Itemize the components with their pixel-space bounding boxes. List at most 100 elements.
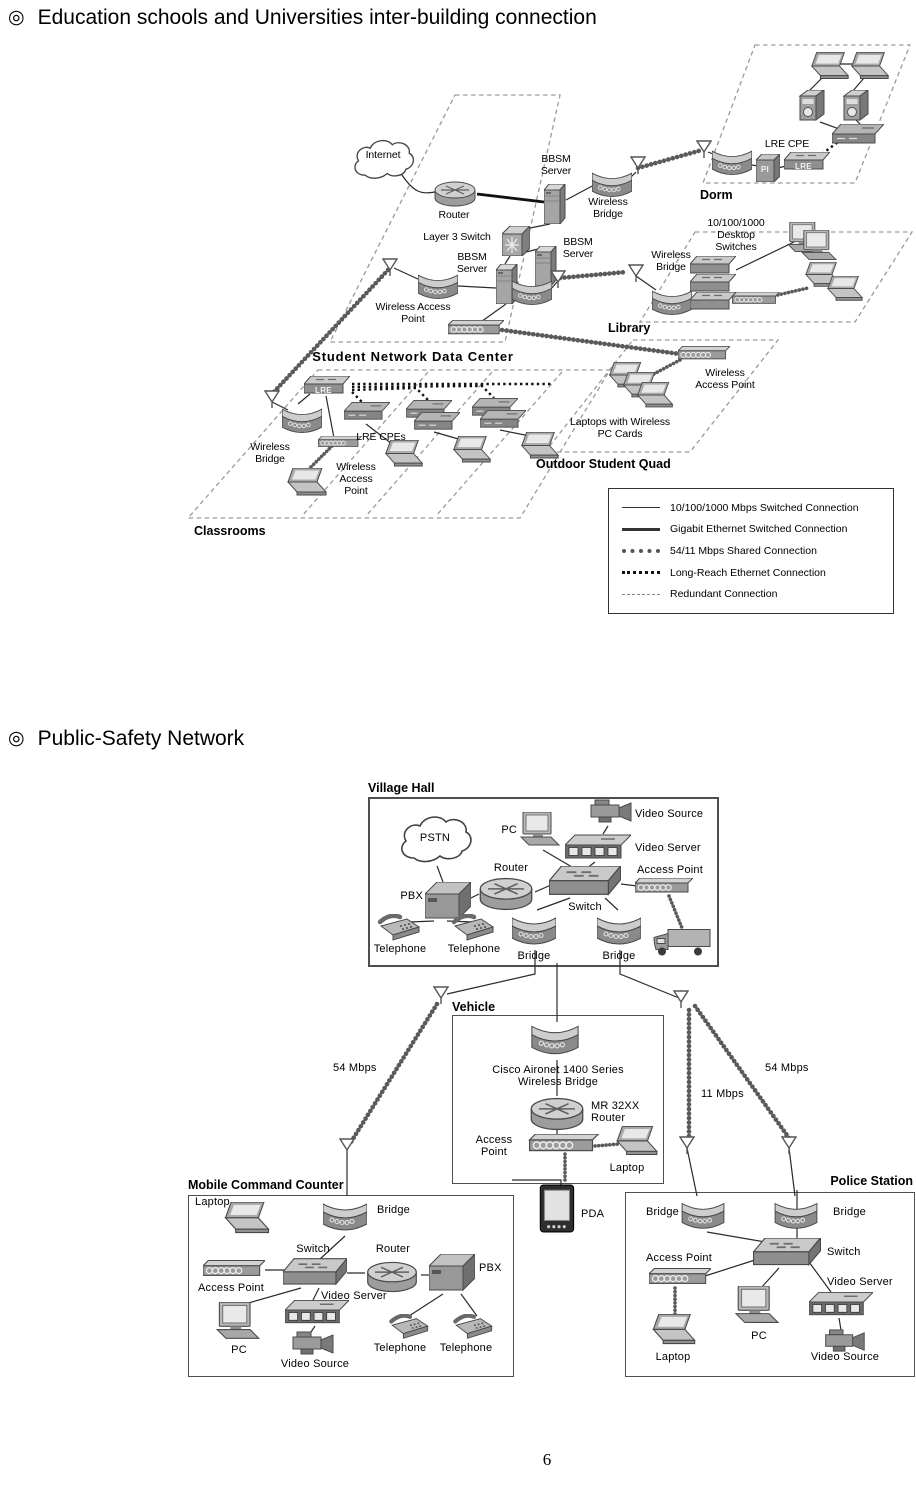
- label-wireless-access-point: Wireless Access Point: [375, 301, 451, 325]
- label-bridge: Bridge: [517, 950, 551, 962]
- label-11-mbps: 11 Mbps: [701, 1088, 744, 1100]
- ip-phone-icon: [843, 90, 869, 121]
- zone-outlines: [186, 44, 914, 519]
- label-router: Router: [493, 862, 529, 874]
- telephone-icon: [391, 1316, 427, 1339]
- zone-label-mobile-command: Mobile Command Counter: [188, 1178, 344, 1192]
- label-pc: PC: [751, 1330, 767, 1342]
- label-mr32xx-router: MR 32XX Router: [591, 1100, 640, 1125]
- label-access-point: Access Point: [475, 1134, 513, 1159]
- label-telephone: Telephone: [447, 943, 501, 955]
- label-pc: PC: [231, 1344, 247, 1356]
- label-access-point: Access Point: [646, 1252, 712, 1264]
- label-video-server: Video Server: [635, 842, 701, 854]
- antenna-icon: [339, 1138, 355, 1156]
- label-54-mbps: 54 Mbps: [765, 1062, 809, 1074]
- zone-label-dorm: Dorm: [700, 188, 733, 202]
- bridge-icon: [512, 917, 556, 945]
- antenna-icon: [673, 990, 689, 1008]
- access-point-icon: [678, 346, 730, 360]
- ip-phone-icon: [799, 90, 825, 121]
- bridge-icon: [323, 1203, 367, 1231]
- lre-cpe-icon: [414, 412, 460, 430]
- bridge-icon: [681, 1203, 725, 1229]
- lre-cpe-icon: [344, 402, 390, 420]
- label-layer3-switch: Layer 3 Switch: [423, 231, 491, 243]
- video-source-icon: [825, 1329, 865, 1352]
- lre-cpe-icon: [832, 124, 884, 144]
- label-switch: Switch: [827, 1246, 861, 1258]
- access-point-icon: [203, 1260, 265, 1277]
- video-source-icon: [292, 1331, 334, 1355]
- wireless-bridge-icon: [712, 150, 752, 176]
- legend-row: Gigabit Ethernet Switched Connection: [609, 523, 893, 535]
- label-telephone: Telephone: [439, 1342, 493, 1354]
- laptop-icon: [453, 436, 491, 463]
- label-pc: PC: [501, 824, 517, 836]
- label-pstn: PSTN: [419, 832, 451, 844]
- label-bbsm-server: BBSM Server: [562, 236, 594, 260]
- label-wireless-bridge: Wireless Bridge: [588, 196, 628, 220]
- label-lre-cpes: LRE CPEs: [356, 431, 406, 443]
- legend-text: 54/11 Mbps Shared Connection: [670, 544, 817, 557]
- thick-line-sample: [622, 527, 660, 531]
- coil-line-sample: [622, 548, 660, 553]
- label-lre-cpe: LRE CPE: [764, 138, 810, 150]
- zone-library-outline: [638, 231, 914, 323]
- antenna-icon: [679, 1136, 695, 1154]
- video-server-icon: [809, 1292, 873, 1316]
- desktop-pc-icon: [801, 230, 837, 260]
- pbx-icon: [425, 882, 471, 919]
- access-point-icon: [448, 320, 504, 335]
- pbx-icon: [429, 1254, 475, 1291]
- antenna-icon: [781, 1136, 797, 1154]
- label-video-source: Video Source: [635, 808, 704, 820]
- truck-icon: [653, 928, 711, 957]
- laptop-icon: [652, 1314, 696, 1345]
- connection-legend: 10/100/1000 Mbps Switched Connection Gig…: [608, 488, 894, 614]
- label-video-source: Video Source: [280, 1358, 350, 1370]
- vehicle-box: [452, 1015, 664, 1184]
- dotted-line-sample: [622, 571, 660, 575]
- router-icon: [434, 181, 476, 207]
- label-router: Router: [438, 209, 470, 221]
- laptop-icon: [616, 1126, 658, 1156]
- legend-text: Long-Reach Ethernet Connection: [670, 566, 826, 579]
- access-point-icon: [528, 1134, 600, 1152]
- label-laptop: Laptop: [609, 1162, 645, 1174]
- label-wireless-bridge: Wireless Bridge: [250, 441, 290, 465]
- zone-label-classrooms: Classrooms: [194, 524, 266, 538]
- wireless-bridge-icon: [512, 280, 552, 306]
- access-point-icon: [649, 1268, 711, 1285]
- laptop-icon: [851, 52, 889, 79]
- label-wireless-access-point: Wireless Access Point: [336, 461, 376, 497]
- switch-icon: [283, 1258, 347, 1285]
- laptop-icon: [287, 468, 327, 496]
- label-video-server: Video Server: [827, 1276, 893, 1288]
- antenna-icon: [433, 986, 449, 1004]
- label-internet: Internet: [365, 149, 401, 161]
- connections-layer: [244, 825, 842, 1333]
- label-laptop: Laptop: [655, 1351, 691, 1363]
- wireless-bridge-icon: [652, 290, 692, 316]
- pc-icon: [735, 1286, 779, 1324]
- pc-icon: [216, 1302, 260, 1339]
- label-pbx: PBX: [479, 1262, 502, 1274]
- zone-label-vehicle: Vehicle: [452, 1000, 496, 1014]
- page-number: 6: [542, 1450, 552, 1469]
- label-pbx: PBX: [400, 890, 423, 902]
- zone-label-library: Library: [608, 321, 651, 335]
- bbsm-server-icon: [535, 246, 557, 286]
- video-server-icon: [285, 1300, 349, 1324]
- legend-row: 10/100/1000 Mbps Switched Connection: [609, 502, 893, 514]
- telephone-icon: [455, 1316, 491, 1339]
- zone-label-village-hall: Village Hall: [368, 781, 435, 795]
- bridge-icon: [597, 917, 641, 945]
- label-desktop-switches: 10/100/1000 Desktop Switches: [707, 217, 765, 253]
- zone-label-police-station: Police Station: [830, 1174, 913, 1188]
- laptop-icon: [811, 52, 849, 79]
- label-video-server: Video Server: [321, 1290, 387, 1302]
- telephone-icon: [454, 916, 493, 940]
- legend-row: Long-Reach Ethernet Connection: [609, 567, 893, 579]
